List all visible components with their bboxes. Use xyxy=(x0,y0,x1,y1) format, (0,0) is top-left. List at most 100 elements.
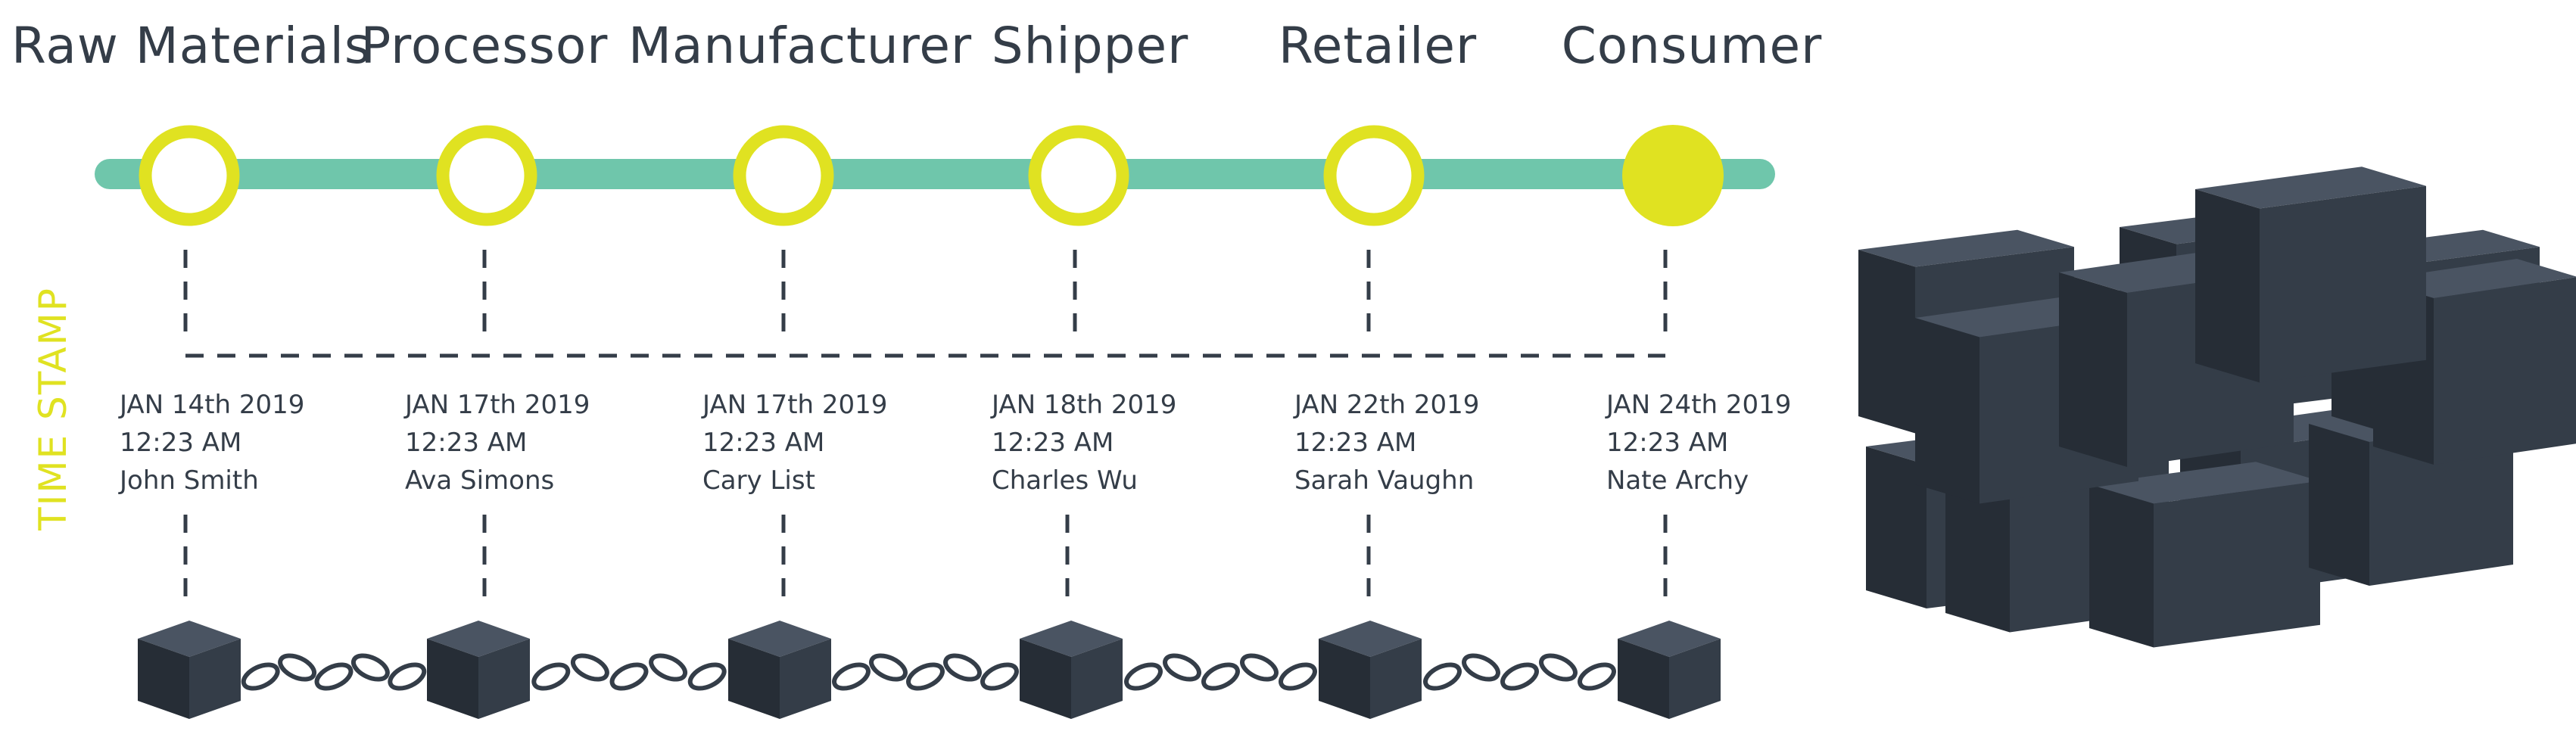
cube-right-face xyxy=(1370,639,1422,719)
chain-link xyxy=(649,653,688,682)
timestamp-time: 12:23 AM xyxy=(120,428,242,458)
cube-right-face xyxy=(1669,639,1721,719)
block-cube xyxy=(427,621,530,719)
chain-link xyxy=(609,662,649,691)
timestamp-processor: JAN 17th 2019 12:23 AM Ava Simons xyxy=(405,386,632,499)
cube-left-face xyxy=(1020,639,1071,719)
chain-link xyxy=(1240,653,1279,682)
time-stamp-label: TIME STAMP xyxy=(31,287,75,531)
timestamp-person: Charles Wu xyxy=(992,465,1138,496)
block-cube xyxy=(728,621,831,719)
timestamp-time: 12:23 AM xyxy=(702,428,825,458)
timeline-node xyxy=(436,125,537,226)
cube-right-face xyxy=(2434,277,2576,465)
timestamp-time: 12:23 AM xyxy=(1294,428,1417,458)
chain-link xyxy=(1578,662,1616,691)
block-cube xyxy=(1020,621,1123,719)
cube-left-face xyxy=(138,639,189,719)
timestamp-person: Nate Archy xyxy=(1606,465,1749,496)
timestamp-date: JAN 22th 2019 xyxy=(1294,390,1480,420)
chain-link xyxy=(980,662,1019,691)
chain-link xyxy=(531,662,571,691)
timeline-node xyxy=(733,125,834,226)
cube-top-face xyxy=(2089,462,2320,504)
cube-right-face xyxy=(2260,185,2426,383)
timestamp-time: 12:23 AM xyxy=(1606,428,1729,458)
chain-link xyxy=(943,653,982,682)
cluster-cube xyxy=(2195,166,2426,383)
block-cube xyxy=(138,621,241,719)
stage-title-raw-materials: Raw Materials xyxy=(11,17,372,75)
timestamp-shipper: JAN 18th 2019 12:23 AM Charles Wu xyxy=(992,386,1219,499)
timeline-bar xyxy=(95,159,1775,189)
cube-left-face xyxy=(2195,189,2260,383)
timestamp-manufacturer: JAN 17th 2019 12:23 AM Cary List xyxy=(702,386,930,499)
cube-right-face xyxy=(1071,639,1123,719)
chain-link xyxy=(832,662,871,691)
chain-link xyxy=(1163,653,1201,682)
cube-top-face xyxy=(1858,229,2074,267)
stage-title-manufacturer: Manufacturer xyxy=(628,17,973,75)
timeline-node xyxy=(1323,125,1425,226)
chain-link xyxy=(1201,662,1240,691)
chain-link xyxy=(906,662,945,691)
chain-link xyxy=(278,653,317,682)
timestamp-person: Sarah Vaughn xyxy=(1294,465,1475,496)
cube-left-face xyxy=(2059,272,2127,467)
cube-left-face xyxy=(2309,424,2369,586)
cube-right-face xyxy=(189,639,241,719)
cube-left-face xyxy=(1858,250,1915,434)
cluster-cube xyxy=(2089,462,2320,648)
timestamp-person: John Smith xyxy=(120,465,259,496)
chain-link xyxy=(350,653,390,682)
cube-right-face xyxy=(478,639,530,719)
timestamp-retailer: JAN 22th 2019 12:23 AM Sarah Vaughn xyxy=(1294,386,1522,499)
timestamp-time: 12:23 AM xyxy=(992,428,1114,458)
chain-link xyxy=(1539,653,1578,682)
stage-title-consumer: Consumer xyxy=(1561,17,1823,75)
cube-right-face xyxy=(2369,421,2513,586)
chain-link xyxy=(1279,662,1317,691)
cube-left-face xyxy=(1319,639,1370,719)
chain-link xyxy=(869,653,908,682)
cube-left-face xyxy=(1618,639,1669,719)
block-cube xyxy=(1618,621,1721,719)
stage-title-shipper: Shipper xyxy=(991,17,1189,75)
stage-title-retailer: Retailer xyxy=(1278,17,1478,75)
cube-left-face xyxy=(2089,484,2154,648)
timestamp-date: JAN 17th 2019 xyxy=(405,390,590,420)
chain-link xyxy=(388,662,427,691)
timestamp-date: JAN 18th 2019 xyxy=(992,390,1177,420)
timestamp-consumer: JAN 24th 2019 12:23 AM Nate Archy xyxy=(1606,386,1833,499)
cube-left-face xyxy=(728,639,780,719)
block-cube xyxy=(1319,621,1422,719)
chain-link xyxy=(1423,662,1462,691)
timestamp-date: JAN 24th 2019 xyxy=(1606,390,1792,420)
cube-left-face xyxy=(427,639,478,719)
timeline-node xyxy=(139,125,240,226)
timestamp-person: Ava Simons xyxy=(405,465,555,496)
cube-left-face xyxy=(1945,462,2010,633)
timestamp-date: JAN 14th 2019 xyxy=(120,390,305,420)
timeline-node xyxy=(1028,125,1129,226)
timeline-node xyxy=(1622,125,1724,226)
chain-link xyxy=(687,662,727,691)
chain-link xyxy=(1500,662,1539,691)
stage-title-processor: Processor xyxy=(360,17,609,75)
cube-right-face xyxy=(2154,481,2320,648)
timestamp-person: Cary List xyxy=(702,465,815,496)
chain-link xyxy=(314,662,354,691)
timestamp-time: 12:23 AM xyxy=(405,428,528,458)
chain-link xyxy=(570,653,609,682)
timestamp-date: JAN 17th 2019 xyxy=(702,390,888,420)
timestamp-raw-materials: JAN 14th 2019 12:23 AM John Smith xyxy=(120,386,347,499)
chain-link xyxy=(1124,662,1163,691)
cube-left-face xyxy=(1866,447,1927,608)
cube-top-face xyxy=(2195,166,2426,209)
cube-left-face xyxy=(1915,318,1980,504)
chain-link xyxy=(1462,653,1500,682)
cube-right-face xyxy=(780,639,831,719)
chain-link xyxy=(241,662,280,691)
